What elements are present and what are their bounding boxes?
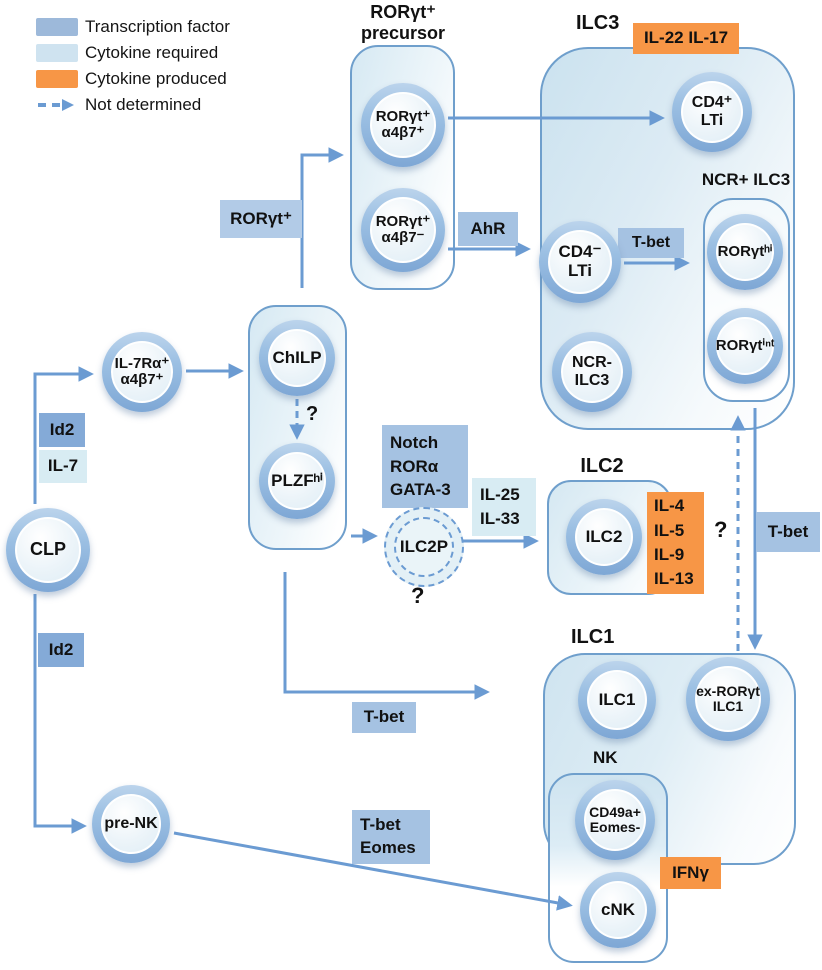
legend-label: Cytokine required — [85, 43, 219, 62]
cell-cd4neg-lti: CD4⁻ LTi — [539, 221, 621, 303]
cell-label: Eomes- — [589, 819, 641, 835]
cell-ilc2p: ILC2P — [384, 507, 464, 587]
rorgt-label: RORγt⁺ — [220, 200, 302, 238]
cell-label: ILC3 — [574, 372, 610, 389]
legend-label: Transcription factor — [85, 17, 230, 36]
legend-row-not-determined: Not determined — [36, 92, 230, 118]
id2-label-top: Id2 — [39, 413, 85, 447]
dashed-arrow-icon — [36, 97, 78, 113]
cell-label: cNK — [600, 899, 635, 919]
cell-rorgt-hi: RORγtʰⁱ — [707, 214, 783, 290]
arrow-clp-to-prenk — [33, 594, 87, 834]
cell-label: ChILP — [272, 347, 322, 367]
cell-label: IL-7Rα⁺ — [114, 354, 170, 372]
ifng-label: IFNγ — [660, 857, 721, 889]
il13-line: IL-13 — [654, 569, 694, 589]
cell-label: α4β7⁺ — [120, 371, 164, 388]
il33-line: IL-33 — [480, 509, 520, 528]
ahr-label: AhR — [458, 212, 518, 246]
il4-il5-il9-il13-label: IL-4 IL-5 IL-9 IL-13 — [647, 492, 704, 594]
tbet-label-mid: T-bet — [352, 702, 416, 733]
eomes-line: Eomes — [360, 838, 416, 857]
cell-cd49a-eomes: CD49a+ Eomes- — [575, 780, 655, 860]
il7-label: IL-7 — [39, 450, 87, 483]
cell-label: NCR- — [572, 354, 612, 372]
cell-cnk: cNK — [580, 872, 656, 948]
cytokine-produced-swatch — [36, 70, 78, 88]
cell-ilc2: ILC2 — [566, 499, 642, 575]
id2-label-bottom: Id2 — [38, 633, 84, 667]
cell-label: RORγt⁺ — [375, 107, 431, 125]
cell-label: pre-NK — [104, 815, 158, 833]
cell-clp: CLP — [6, 508, 90, 592]
rora-line: RORα — [390, 456, 439, 476]
cell-label: RORγtʰⁱ — [717, 242, 773, 260]
cell-il7ra-a4b7: IL-7Rα⁺ α4β7⁺ — [102, 332, 182, 412]
cell-label: ex-RORγt — [696, 682, 760, 699]
nk-title: NK — [593, 748, 618, 767]
question-mark-chilp-plzf: ? — [306, 403, 319, 425]
cell-ncr-neg-ilc3: NCR- ILC3 — [552, 332, 632, 412]
cell-label: α4β7⁺ — [381, 124, 425, 141]
il22-il17-label: IL-22 IL-17 — [633, 23, 739, 54]
tbet-eomes-label: T-bet Eomes — [352, 810, 430, 864]
transcription-factor-swatch — [36, 18, 78, 36]
ncr-ilc3-title: NCR+ ILC3 — [701, 170, 791, 189]
arrow-tbet-to-ilc1 — [283, 572, 490, 700]
legend-row-cytokine-required: Cytokine required — [36, 40, 230, 66]
cell-label: LTi — [700, 112, 724, 129]
cell-label: ILC1 — [598, 689, 636, 709]
notch-line: Notch — [390, 432, 439, 452]
cell-label: CD4⁺ — [691, 94, 733, 112]
cell-plzf: PLZFʰⁱ — [259, 443, 335, 519]
cell-ilc1: ILC1 — [578, 661, 656, 739]
cell-label: PLZFʰⁱ — [271, 470, 323, 490]
tbet-label-right: T-bet — [756, 512, 820, 552]
question-mark-ilc2p: ? — [411, 583, 425, 608]
question-mark-ilc1-ilc3: ? — [714, 517, 728, 542]
tbet-label-ilc3: T-bet — [618, 228, 684, 258]
precursor-title-line1: RORγt⁺ — [370, 2, 436, 22]
cell-pre-nk: pre-NK — [92, 785, 170, 863]
cell-label: RORγtⁱⁿᵗ — [715, 336, 775, 354]
legend-label: Not determined — [85, 95, 202, 114]
cell-label: LTi — [568, 261, 592, 280]
cell-label: α4β7⁻ — [381, 229, 425, 246]
cell-label: CD4⁻ — [558, 242, 602, 262]
cell-ex-rorgt-ilc1: ex-RORγt ILC1 — [686, 657, 770, 741]
il25-il33-label: IL-25 IL-33 — [472, 478, 536, 536]
cytokine-required-swatch — [36, 44, 78, 62]
notch-rora-gata3-label: Notch RORα GATA-3 — [382, 425, 468, 508]
precursor-title: RORγt⁺ precursor — [343, 2, 463, 43]
gata3-line: GATA-3 — [390, 480, 451, 500]
ilc2-title: ILC2 — [580, 455, 624, 477]
il25-line: IL-25 — [480, 485, 520, 505]
cell-label: CLP — [30, 539, 66, 560]
cell-rorgt-int: RORγtⁱⁿᵗ — [707, 308, 783, 384]
cell-cd4pos-lti: CD4⁺ LTi — [672, 72, 752, 152]
ilc1-title: ILC1 — [571, 626, 615, 648]
cell-label: ILC2P — [399, 536, 449, 556]
cell-label: ILC1 — [712, 698, 744, 714]
cell-label: RORγt⁺ — [375, 212, 431, 230]
cell-chilp: ChILP — [259, 320, 335, 396]
precursor-title-line2: precursor — [360, 22, 446, 43]
il4-line: IL-4 — [654, 496, 685, 516]
legend-row-transcription-factor: Transcription factor — [36, 14, 230, 40]
il5-line: IL-5 — [654, 520, 685, 540]
legend: Transcription factor Cytokine required C… — [36, 14, 230, 118]
il9-line: IL-9 — [654, 545, 685, 564]
ilc3-title: ILC3 — [576, 12, 620, 34]
legend-label: Cytokine produced — [85, 69, 227, 88]
cell-rorgt-a4b7-neg: RORγt⁺ α4β7⁻ — [361, 188, 445, 272]
tbet-line: T-bet — [360, 815, 401, 835]
legend-row-cytokine-produced: Cytokine produced — [36, 66, 230, 92]
cell-label: CD49a+ — [589, 803, 641, 820]
cell-label: ILC2 — [585, 526, 623, 546]
arrow-rorgt-to-precursor — [300, 147, 344, 288]
cell-rorgt-a4b7-pos: RORγt⁺ α4β7⁺ — [361, 83, 445, 167]
